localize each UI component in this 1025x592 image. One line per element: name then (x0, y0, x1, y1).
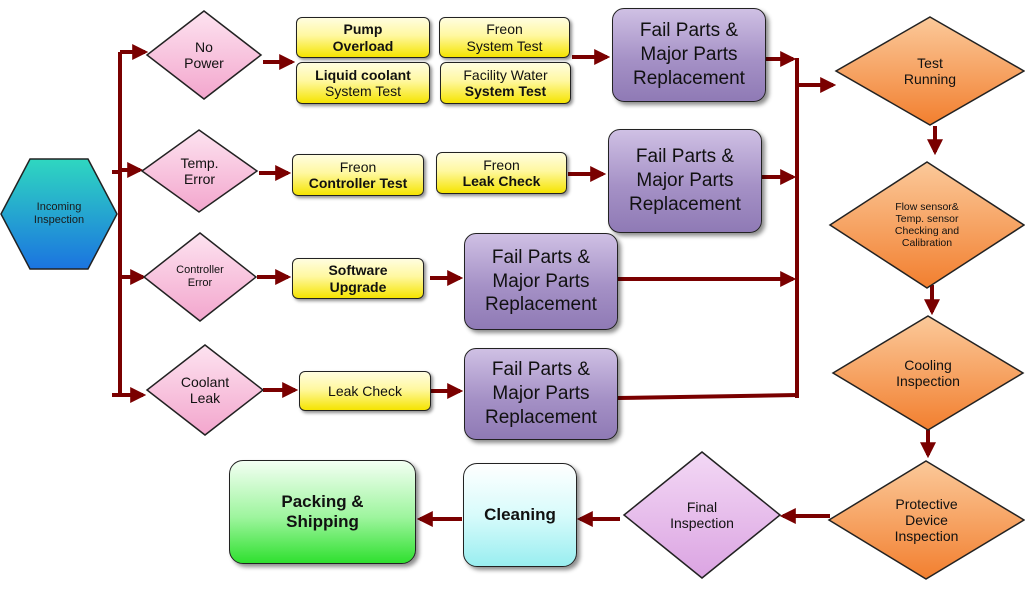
controller-error-line-2: Error (187, 277, 213, 289)
controller-error-decision: Controller Error (142, 232, 258, 322)
flow-sensor-line-1: Flow sensor& (895, 200, 959, 213)
flow-sensor-decision: Flow sensor& Temp. sensor Checking and C… (828, 161, 1025, 289)
cleaning-box: Cleaning (463, 463, 577, 567)
diamond-shape (140, 129, 259, 213)
final-inspection-decision: Final Inspection (622, 451, 782, 579)
freon-controller-line-2: Controller Test (308, 175, 408, 191)
replacement-4-line-1: Fail Parts & (491, 359, 591, 381)
replacement-box-4: Fail Parts & Major Parts Replacement (464, 348, 618, 440)
freon-leak-check-line-2: Leak Check (462, 173, 541, 189)
hexagon-shape (0, 158, 118, 270)
protective-device-line-1: Protective (895, 495, 958, 512)
diamond-shape (831, 315, 1025, 431)
diamond-shape (145, 10, 263, 100)
replacement-1-line-3: Replacement (633, 67, 745, 89)
packing-line-1: Packing & (281, 492, 364, 512)
leak-check-line-1: Leak Check (328, 382, 402, 399)
line-rep4-collector (617, 393, 798, 400)
diamond-shape (622, 451, 782, 579)
temp-error-decision: Temp. Error (140, 129, 259, 213)
facility-water-line-2: System Test (464, 83, 547, 99)
cooling-inspection-line-1: Cooling (904, 356, 952, 373)
replacement-2-line-1: Fail Parts & (635, 146, 735, 168)
protective-device-line-3: Inspection (894, 528, 959, 545)
protective-device-decision: Protective Device Inspection (827, 460, 1025, 580)
freon-system-test-line-1: Freon (486, 21, 523, 38)
software-upgrade-step: Software Upgrade (292, 258, 424, 299)
replacement-4-line-3: Replacement (485, 406, 597, 428)
liquid-coolant-line-2: System Test (325, 83, 401, 99)
no-power-line-2: Power (184, 55, 224, 71)
freon-system-test-line-2: System Test (466, 37, 543, 54)
liquid-coolant-line-1: Liquid coolant (315, 66, 411, 83)
freon-controller-test-step: Freon Controller Test (292, 154, 424, 196)
replacement-2-line-3: Replacement (629, 193, 741, 215)
test-running-decision: Test Running (834, 16, 1025, 126)
incoming-inspection-node: Incoming Inspection (0, 158, 118, 270)
diamond-shape (828, 161, 1025, 289)
diamond-shape (834, 16, 1025, 126)
flow-sensor-line-2: Temp. sensor (895, 212, 959, 225)
final-inspection-line-2: Inspection (670, 515, 734, 531)
no-power-decision: No Power (145, 10, 263, 100)
coolant-leak-decision: Coolant Leak (145, 344, 265, 436)
replacement-3-line-2: Major Parts (492, 270, 590, 292)
replacement-2-line-2: Major Parts (636, 170, 734, 192)
freon-leak-check-line-1: Freon (483, 156, 520, 173)
test-running-line-1: Test (917, 54, 943, 71)
coolant-leak-line-2: Leak (189, 390, 221, 406)
liquid-coolant-test-step: Liquid coolant System Test (296, 62, 430, 104)
temp-error-line-1: Temp. (180, 154, 219, 171)
flow-sensor-line-3: Checking and (894, 225, 960, 237)
diamond-shape (145, 344, 265, 436)
replacement-box-3: Fail Parts & Major Parts Replacement (464, 233, 618, 330)
replacement-1-line-2: Major Parts (640, 44, 738, 66)
pump-overload-line-2: Overload (332, 37, 394, 54)
no-power-line-1: No (195, 38, 213, 55)
temp-error-line-2: Error (183, 171, 216, 187)
flow-sensor-line-4: Calibration (901, 237, 953, 250)
software-upgrade-line-1: Software (328, 262, 388, 279)
replacement-box-2: Fail Parts & Major Parts Replacement (608, 129, 762, 233)
packing-line-2: Shipping (286, 512, 359, 531)
replacement-1-line-1: Fail Parts & (639, 20, 739, 42)
facility-water-test-step: Facility Water System Test (440, 62, 571, 104)
replacement-4-line-2: Major Parts (492, 383, 590, 405)
facility-water-line-1: Facility Water (463, 66, 548, 83)
diamond-shape (827, 460, 1025, 580)
pump-overload-line-1: Pump (343, 21, 383, 38)
incoming-inspection-line-2: Inspection (33, 214, 85, 226)
cooling-inspection-line-2: Inspection (896, 373, 960, 389)
leak-check-step: Leak Check (299, 371, 431, 411)
incoming-inspection-line-1: Incoming (36, 201, 82, 214)
controller-error-line-1: Controller (176, 264, 224, 277)
protective-device-line-2: Device (905, 511, 948, 528)
coolant-leak-line-1: Coolant (180, 373, 230, 390)
diamond-shape (142, 232, 258, 322)
cooling-inspection-decision: Cooling Inspection (831, 315, 1025, 431)
pump-overload-step: Pump Overload (296, 17, 430, 58)
replacement-3-line-1: Fail Parts & (491, 246, 591, 268)
freon-leak-check-step: Freon Leak Check (436, 152, 567, 194)
replacement-3-line-3: Replacement (485, 294, 597, 316)
test-running-line-2: Running (903, 71, 957, 87)
cleaning-label: Cleaning (484, 505, 556, 525)
replacement-box-1: Fail Parts & Major Parts Replacement (612, 8, 766, 102)
software-upgrade-line-2: Upgrade (329, 278, 387, 295)
freon-system-test-step: Freon System Test (439, 17, 570, 58)
freon-controller-line-1: Freon (339, 158, 377, 175)
packing-shipping-box: Packing & Shipping (229, 460, 416, 564)
final-inspection-line-1: Final (686, 498, 718, 515)
